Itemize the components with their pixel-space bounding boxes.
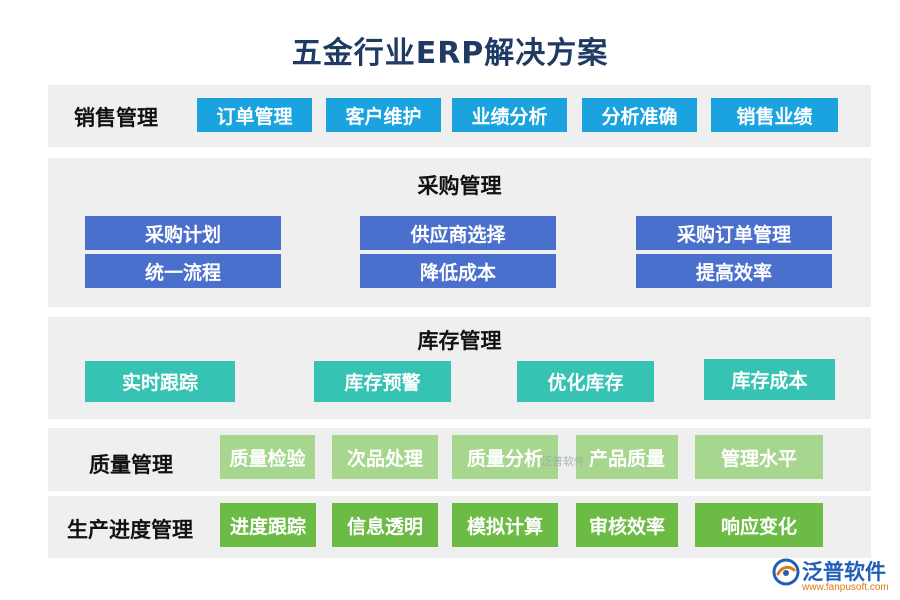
production-item-tracking: 进度跟踪: [220, 503, 316, 547]
logo-url: www.fanpusoft.com: [802, 582, 889, 593]
quality-item-defect: 次品处理: [332, 435, 438, 479]
quality-item-level: 管理水平: [695, 435, 823, 479]
inventory-panel: 库存管理 实时跟踪 库存预警 优化库存 库存成本: [48, 317, 871, 419]
sales-item-performance: 业绩分析: [452, 98, 567, 132]
production-item-review: 审核效率: [576, 503, 678, 547]
purchase-item-efficiency: 提高效率: [636, 254, 832, 288]
sales-panel: 销售管理 订单管理 客户维护 业绩分析 分析准确 销售业绩: [48, 85, 871, 147]
purchase-item-cost: 降低成本: [360, 254, 556, 288]
sales-item-customer: 客户维护: [326, 98, 441, 132]
inventory-item-optimize: 优化库存: [517, 361, 654, 402]
production-panel: 生产进度管理 进度跟踪 信息透明 模拟计算 审核效率 响应变化: [48, 496, 871, 558]
quality-panel: 质量管理 质量检验 次品处理 质量分析 产品质量 管理水平: [48, 428, 871, 491]
quality-item-product: 产品质量: [576, 435, 678, 479]
production-item-simulation: 模拟计算: [452, 503, 558, 547]
watermark: 泛普软件: [541, 455, 585, 468]
production-item-response: 响应变化: [695, 503, 823, 547]
brand-logo: 泛普软件 www.fanpusoft.com: [772, 556, 892, 596]
purchase-panel: 采购管理 采购计划 供应商选择 采购订单管理 统一流程 降低成本 提高效率: [48, 158, 871, 307]
sales-item-results: 销售业绩: [711, 98, 838, 132]
inventory-item-cost: 库存成本: [704, 359, 835, 400]
logo-name: 泛普软件: [802, 560, 886, 584]
inventory-item-tracking: 实时跟踪: [85, 361, 235, 402]
purchase-item-plan: 采购计划: [85, 216, 281, 250]
sales-item-order: 订单管理: [197, 98, 312, 132]
fanpu-logo-icon: [772, 558, 800, 586]
page-title: 五金行业ERP解决方案: [291, 36, 609, 71]
purchase-heading: 采购管理: [417, 174, 502, 198]
quality-item-analysis: 质量分析: [452, 435, 558, 479]
inventory-heading: 库存管理: [417, 329, 502, 353]
production-label: 生产进度管理: [67, 518, 193, 542]
purchase-item-process: 统一流程: [85, 254, 281, 288]
quality-item-inspection: 质量检验: [220, 435, 315, 479]
purchase-item-supplier: 供应商选择: [360, 216, 556, 250]
sales-item-accuracy: 分析准确: [582, 98, 697, 132]
inventory-item-warning: 库存预警: [314, 361, 451, 402]
purchase-item-order: 采购订单管理: [636, 216, 832, 250]
quality-label: 质量管理: [89, 453, 173, 477]
sales-label: 销售管理: [74, 106, 158, 130]
production-item-transparency: 信息透明: [332, 503, 438, 547]
